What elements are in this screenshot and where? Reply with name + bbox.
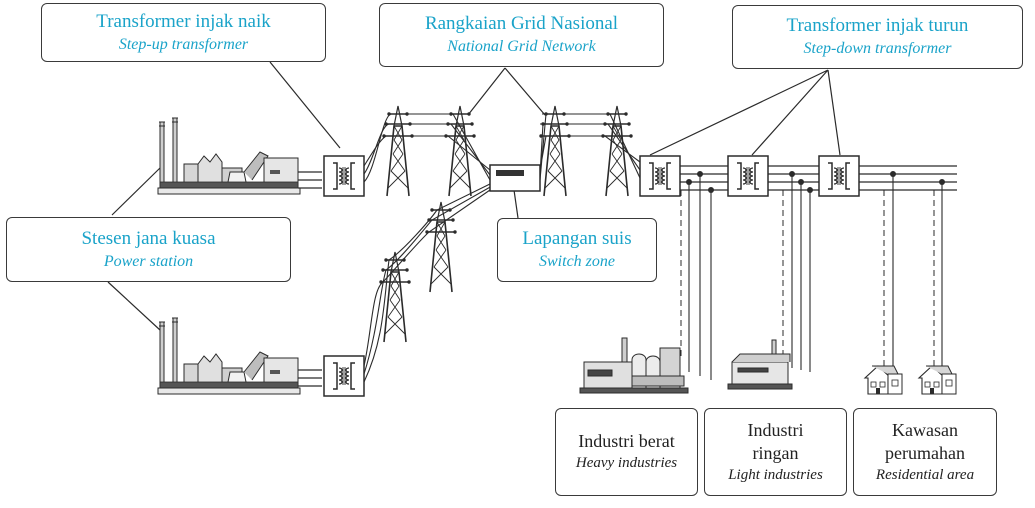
step-up-title: Transformer injak naik <box>96 10 271 32</box>
step-up-transformer-upper <box>323 155 365 197</box>
step-up-transformer-label: Transformer injak naik Step-up transform… <box>41 3 326 62</box>
grid-subtitle: National Grid Network <box>447 38 596 55</box>
power-station-label: Stesen jana kuasa Power station <box>6 217 291 282</box>
light-title-line1: Industri <box>747 419 804 440</box>
power-station-upper <box>157 117 301 195</box>
light-industries-label: Industri ringan Light industries <box>704 408 847 496</box>
residential-title-line2: perumahan <box>885 442 965 463</box>
residential-area-label: Kawasan perumahan Residential area <box>853 408 997 496</box>
step-down-transformer-3 <box>818 155 860 197</box>
power-station-title: Stesen jana kuasa <box>81 227 216 249</box>
switch-zone-label: Lapangan suis Switch zone <box>497 218 657 282</box>
switch-zone-subtitle: Switch zone <box>539 253 615 270</box>
heavy-industry-building <box>579 337 689 394</box>
power-station-lower <box>157 317 301 395</box>
light-subtitle: Light industries <box>728 466 823 483</box>
dashed-drops <box>680 190 935 372</box>
power-station-subtitle: Power station <box>103 252 194 270</box>
step-down-transformer-label: Transformer injak turun Step-down transf… <box>732 5 1023 69</box>
national-grid-label: Rangkaian Grid Nasional National Grid Ne… <box>379 3 664 67</box>
house-1 <box>864 365 903 395</box>
transmission-lines <box>363 113 641 383</box>
switch-zone-title: Lapangan suis <box>522 228 632 249</box>
house-2 <box>918 365 957 395</box>
drop-lines <box>688 174 943 380</box>
step-down-transformer-1 <box>639 155 681 197</box>
heavy-subtitle: Heavy industries <box>575 455 678 471</box>
residential-title-line1: Kawasan <box>892 419 958 440</box>
step-up-subtitle: Step-up transformer <box>118 35 249 53</box>
upper-link <box>298 171 322 189</box>
tower-6 <box>378 251 412 343</box>
callout-leaders <box>107 61 841 331</box>
heavy-title: Industri berat <box>578 431 675 451</box>
step-down-subtitle: Step-down transformer <box>803 40 952 57</box>
tower-4 <box>600 105 634 197</box>
step-down-transformer-2 <box>727 155 769 197</box>
residential-subtitle: Residential area <box>875 466 975 483</box>
step-down-title: Transformer injak turun <box>786 15 969 36</box>
grid-title: Rangkaian Grid Nasional <box>424 13 619 34</box>
tap-dots <box>686 171 945 193</box>
light-title-line2: ringan <box>752 442 799 463</box>
lower-link <box>298 369 322 387</box>
tower-3 <box>538 105 572 197</box>
light-industry-building <box>727 339 793 390</box>
switch-zone-station <box>489 164 541 192</box>
heavy-industries-label: Industri berat Heavy industries <box>555 408 698 496</box>
step-up-transformer-lower <box>323 355 365 397</box>
